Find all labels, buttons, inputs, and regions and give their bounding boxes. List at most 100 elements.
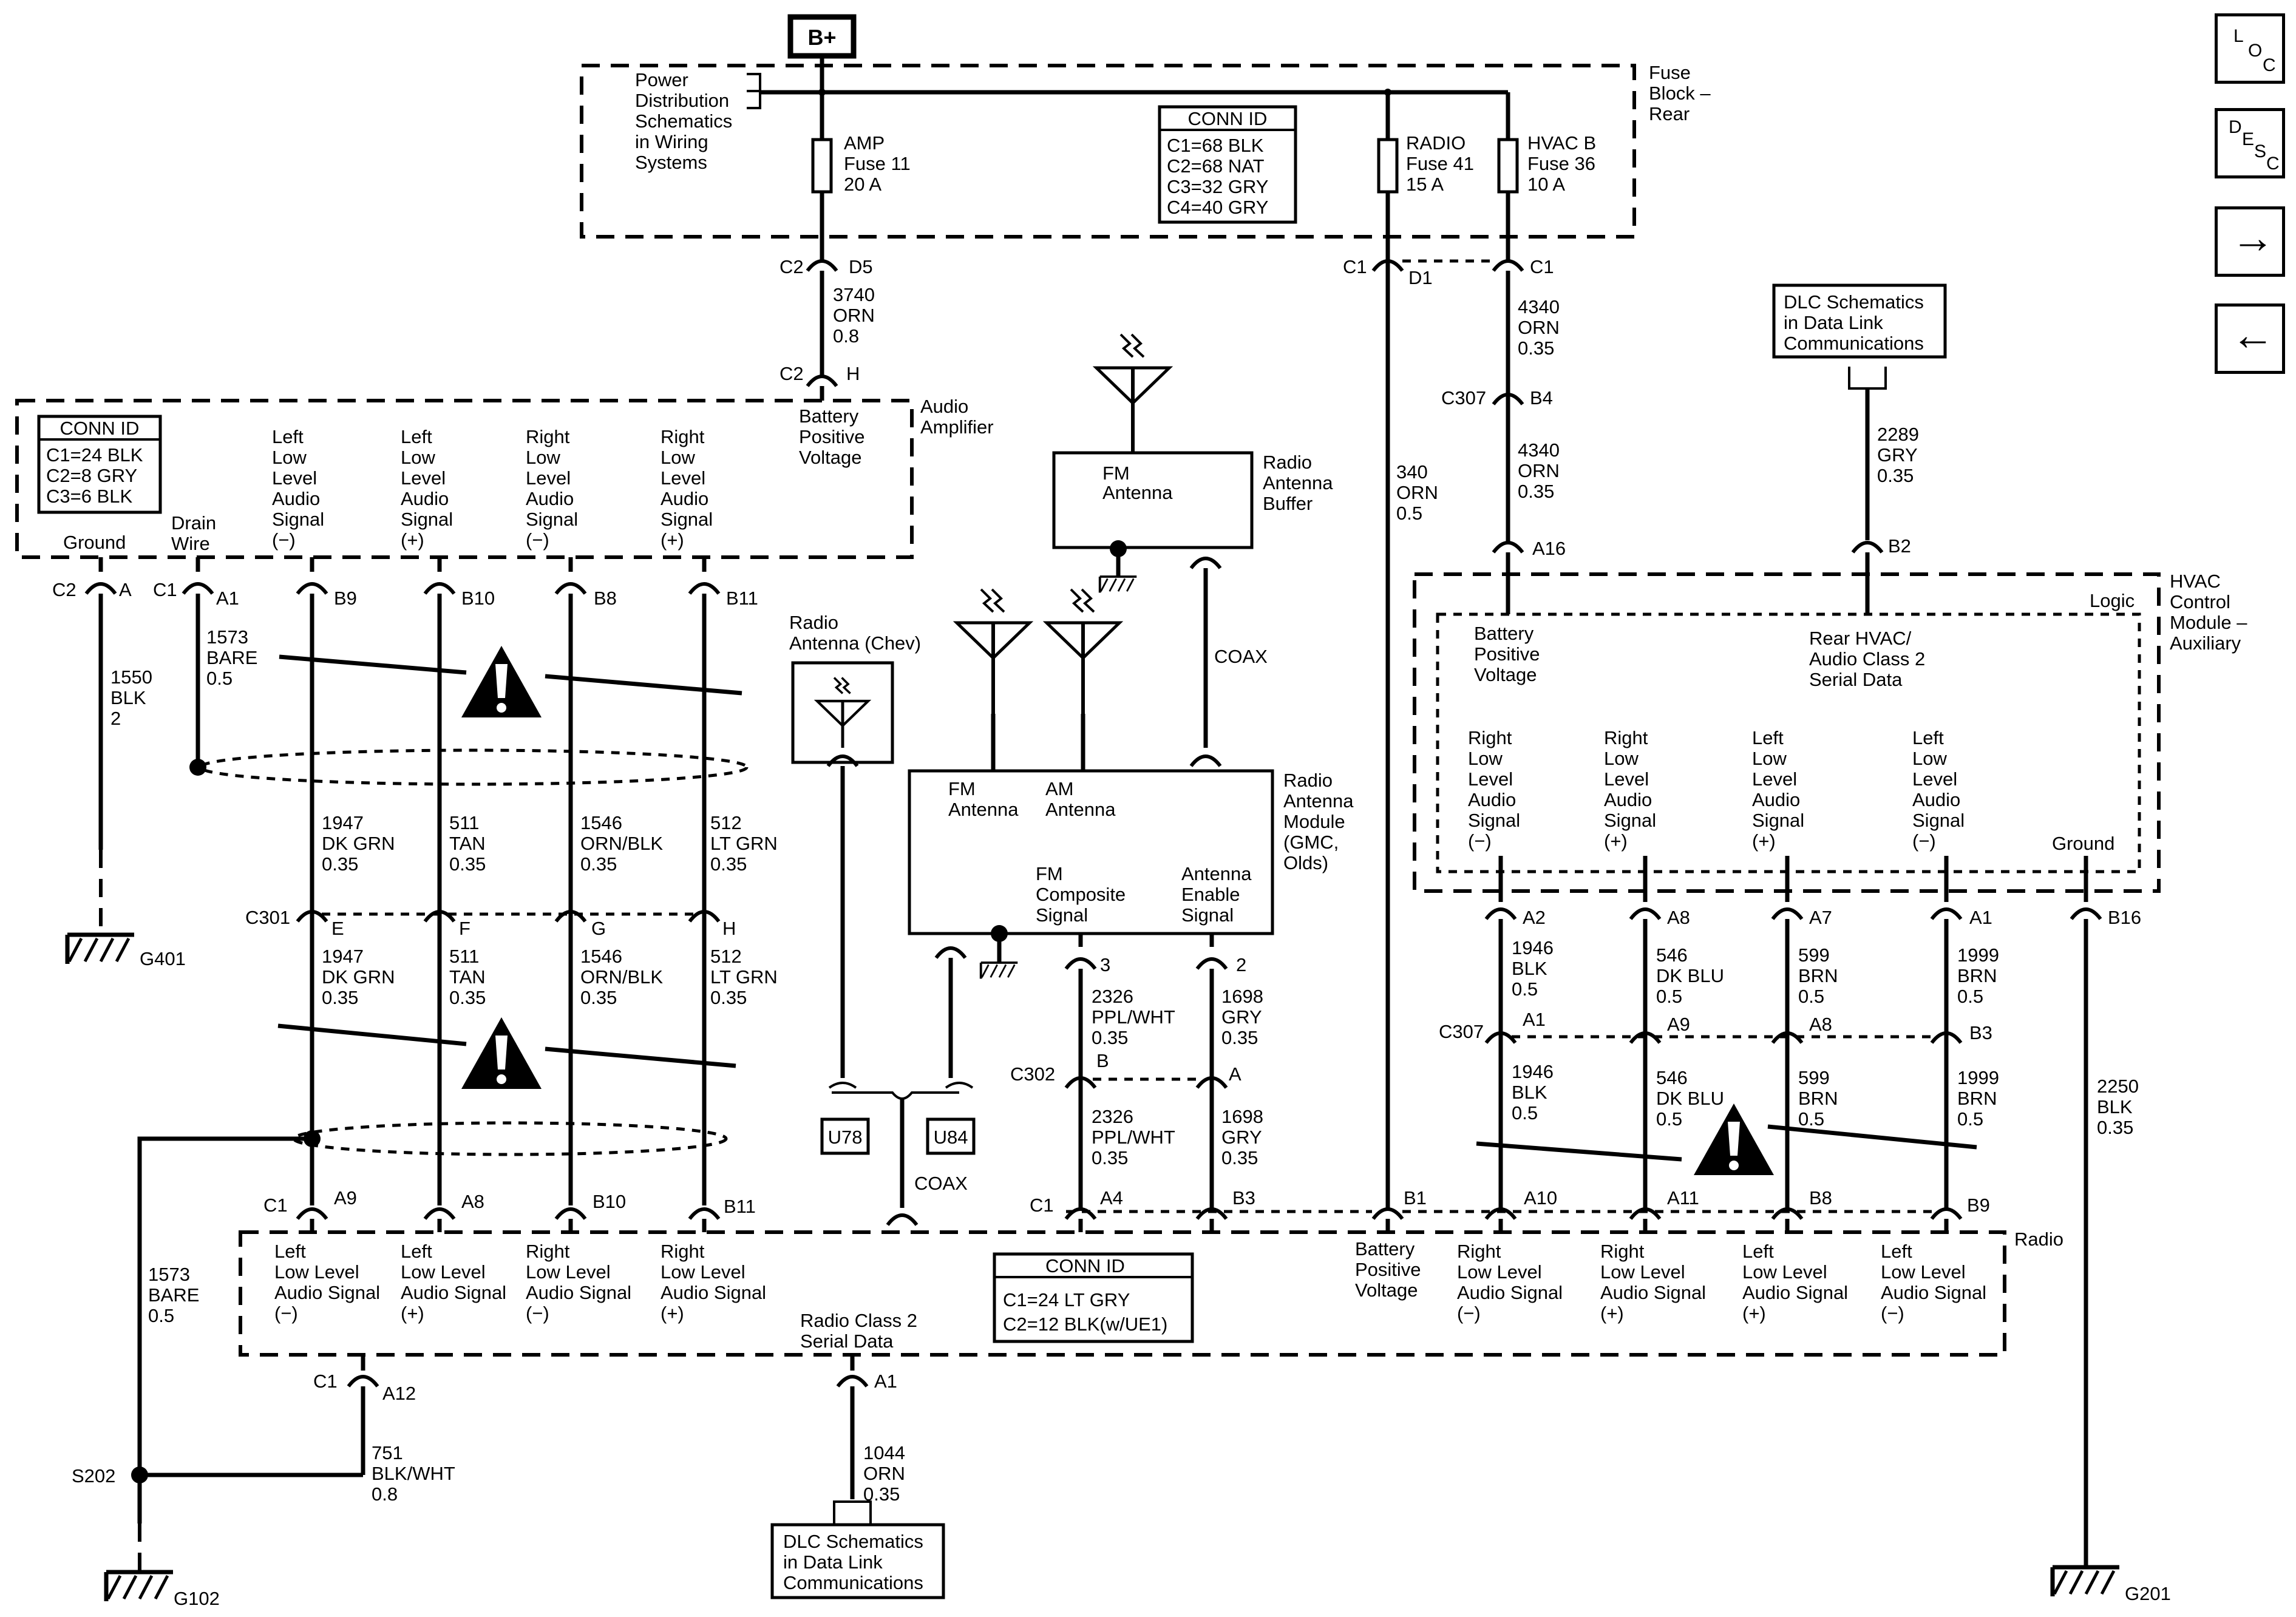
next-button[interactable]: → [2215, 206, 2285, 277]
diagram-label: (−) [274, 1303, 298, 1324]
diagram-label: HVAC [2170, 571, 2221, 592]
diagram-label: C1 [1343, 256, 1367, 277]
diagram-label: B10 [461, 588, 495, 609]
diagram-label: (+) [1600, 1303, 1624, 1324]
prev-button[interactable]: ← [2215, 303, 2285, 374]
desc-button[interactable]: D E S C [2215, 108, 2285, 178]
fuse-block-conn-id [1158, 105, 1297, 224]
diagram-label: Audio Signal [274, 1282, 380, 1303]
diagram-label: 0.5 [148, 1305, 174, 1326]
diagram-label: C2=12 BLK(w/UE1) [1003, 1314, 1167, 1335]
diagram-label: A4 [1100, 1187, 1123, 1209]
diagram-label: 0.5 [1798, 986, 1824, 1007]
diagram-label: 1947 [322, 946, 364, 967]
diagram-label: Right [661, 1241, 705, 1262]
diagram-label: Signal [1468, 810, 1520, 831]
diagram-label: 511 [449, 812, 479, 833]
diagram-label: Low Level [1457, 1261, 1542, 1283]
loc-letter-c: C [2263, 55, 2276, 75]
diagram-label: Ground [2052, 833, 2114, 854]
diagram-label: 0.5 [1957, 1108, 1983, 1130]
diagram-label: (GMC, [1283, 832, 1339, 853]
diagram-label: BARE [148, 1284, 199, 1306]
diagram-label: in Wiring [635, 131, 708, 152]
diagram-label: Signal [1752, 810, 1804, 831]
diagram-label: Low Level [661, 1261, 746, 1283]
diagram-label: 0.35 [1518, 481, 1554, 502]
diagram-label: G [591, 918, 606, 939]
diagram-label: 0.5 [1798, 1108, 1824, 1130]
diagram-label: RADIO [1406, 132, 1466, 154]
diagram-label: LT GRN [710, 966, 778, 988]
diagram-label: A9 [1667, 1014, 1690, 1035]
diagram-label: G201 [2125, 1583, 2171, 1604]
diagram-label: A12 [382, 1383, 416, 1404]
diagram-label: Antenna [1045, 799, 1116, 820]
diagram-label: D5 [849, 256, 873, 277]
diagram-label: Antenna [1283, 790, 1354, 812]
power-distribution-ref: Power Distribution Schematics in Wiring … [635, 69, 732, 173]
diagram-label: Module [1283, 811, 1345, 832]
diagram-label: Level [526, 467, 571, 489]
diagram-label: GRY [1221, 1006, 1262, 1028]
diagram-label: Low [401, 447, 435, 468]
diagram-label: C4=40 GRY [1167, 197, 1268, 218]
diagram-label: Ground [63, 532, 126, 553]
diagram-label: Drain [171, 512, 216, 534]
diagram-label: A1 [874, 1371, 897, 1392]
diagram-label: Right [526, 426, 570, 447]
fuse-block-title: Fuse Block – Rear [1649, 62, 1711, 124]
diagram-label: Left [272, 426, 304, 447]
diagram-label: COAX [914, 1173, 968, 1194]
diagram-label: Block – [1649, 83, 1711, 104]
diagram-label: G102 [174, 1588, 220, 1609]
diagram-label: Audio [920, 396, 968, 417]
diagram-label: Buffer [1263, 493, 1313, 514]
diagram-label: Battery [1474, 623, 1534, 644]
diagram-label: (−) [1457, 1303, 1481, 1324]
diagram-label: Signal [661, 509, 713, 530]
diagram-label: Low Level [1742, 1261, 1827, 1283]
diagram-label: DK BLU [1656, 1088, 1724, 1109]
diagram-label: Signal [272, 509, 324, 530]
loc-button[interactable]: L O C [2215, 13, 2285, 84]
diagram-label: 1573 [206, 626, 248, 648]
diagram-label: Audio Signal [1742, 1282, 1848, 1303]
diagram-label: (−) [526, 1303, 549, 1324]
diagram-label: C3=6 BLK [46, 486, 133, 507]
diagram-label: F [459, 918, 470, 939]
diagram-label: DK GRN [322, 966, 395, 988]
desc-letter-e: E [2242, 129, 2255, 149]
diagram-label: CONN ID [1045, 1255, 1125, 1276]
diagram-label: DLC Schematics [1784, 291, 1924, 313]
fuse-radio [1377, 138, 1399, 194]
diagram-label: GRY [1221, 1127, 1262, 1148]
diagram-label: ORN [863, 1463, 905, 1484]
diagram-label: H [846, 363, 860, 384]
diagram-label: BLK [1512, 958, 1547, 979]
diagram-label: Low [1468, 748, 1503, 769]
diagram-label: 4340 [1518, 439, 1560, 461]
diagram-label: (−) [526, 529, 549, 551]
diagram-label: 0.35 [449, 987, 486, 1008]
diagram-label: Battery [1355, 1238, 1415, 1259]
diagram-label: Voltage [799, 447, 861, 468]
diagram-label: in Data Link [1784, 312, 1883, 333]
diagram-label: Low Level [1881, 1261, 1966, 1283]
diagram-label: H [722, 918, 736, 939]
diagram-label: A [1229, 1063, 1241, 1085]
diagram-label: Audio Signal [1457, 1282, 1563, 1303]
diagram-label: (+) [1752, 830, 1776, 852]
diagram-label: U84 [934, 1127, 968, 1148]
diagram-label: Audio [1752, 789, 1800, 810]
diagram-label: 1550 [110, 666, 152, 688]
diagram-label: Left [401, 1241, 432, 1262]
diagram-label: Left [1742, 1241, 1774, 1262]
diagram-label: 0.35 [1877, 465, 1914, 486]
diagram-label: A8 [1809, 1014, 1832, 1035]
diagram-label: U78 [828, 1127, 863, 1148]
diagram-label: Level [1912, 768, 1957, 790]
